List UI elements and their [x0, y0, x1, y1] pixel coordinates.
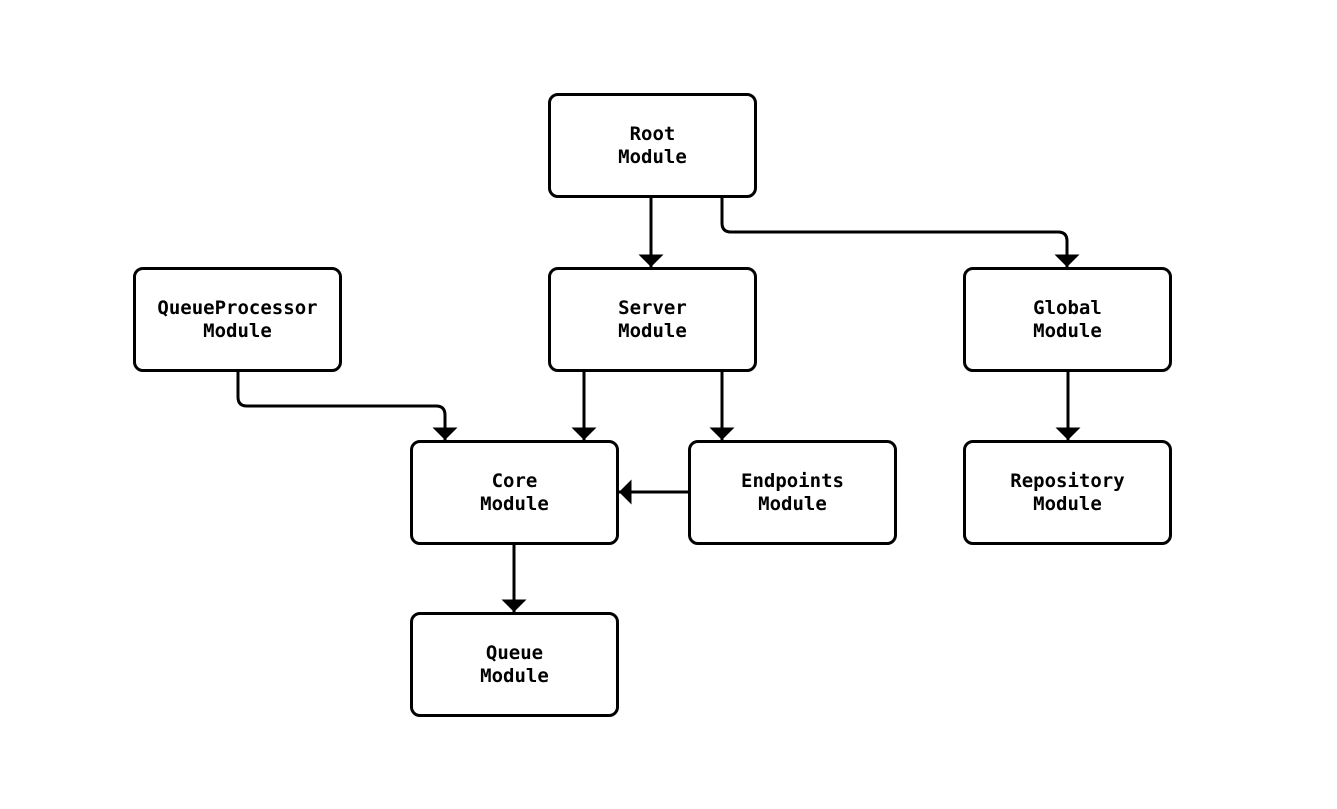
node-label-line2: Module: [618, 145, 687, 168]
edge-root-module-to-global-module: [720, 198, 1080, 267]
node-label-line1: Endpoints: [741, 469, 844, 492]
node-label-line1: Repository: [1010, 469, 1125, 492]
node-label-line2: Module: [203, 319, 272, 342]
node-label-line1: Core: [491, 469, 538, 492]
node-label-line2: Module: [1033, 492, 1102, 515]
node-label-line2: Module: [480, 664, 549, 687]
node-label-line2: Module: [758, 492, 827, 515]
node-label-line2: Module: [618, 319, 687, 342]
node-label-line2: Module: [480, 492, 549, 515]
node-label-line1: Root: [629, 122, 676, 145]
node-label-line1: Queue: [485, 641, 544, 664]
node-label-line1: QueueProcessor: [157, 296, 318, 319]
node-label-line1: Global: [1033, 296, 1102, 319]
node-label-line1: Server: [618, 296, 687, 319]
node-label-line2: Module: [1033, 319, 1102, 342]
edge-queueprocessor-module-to-core-module: [236, 372, 458, 440]
